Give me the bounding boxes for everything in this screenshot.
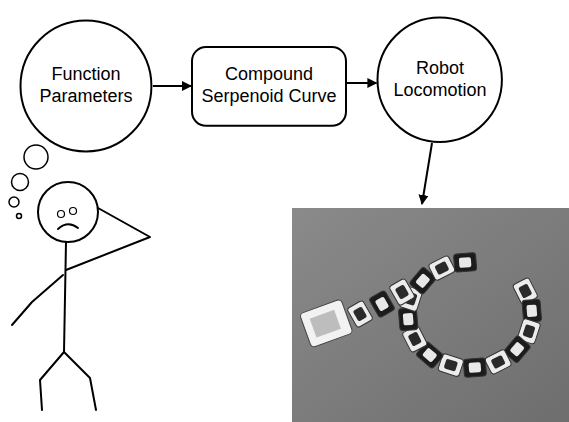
outcome-circle: Robot Locomotion xyxy=(376,16,503,143)
flow-arrow xyxy=(347,82,376,84)
flow-arrow xyxy=(153,85,191,87)
node-label: Robot Locomotion xyxy=(385,58,495,101)
stick-figure xyxy=(12,182,150,410)
pointer-arrow xyxy=(422,143,432,204)
robot-photo xyxy=(292,208,569,422)
node-label: Compound Serpenoid Curve xyxy=(191,64,347,107)
process-box: Compound Serpenoid Curve xyxy=(191,46,347,127)
parameter-circle: Function Parameters xyxy=(19,19,153,153)
node-label: Function Parameters xyxy=(28,64,143,107)
